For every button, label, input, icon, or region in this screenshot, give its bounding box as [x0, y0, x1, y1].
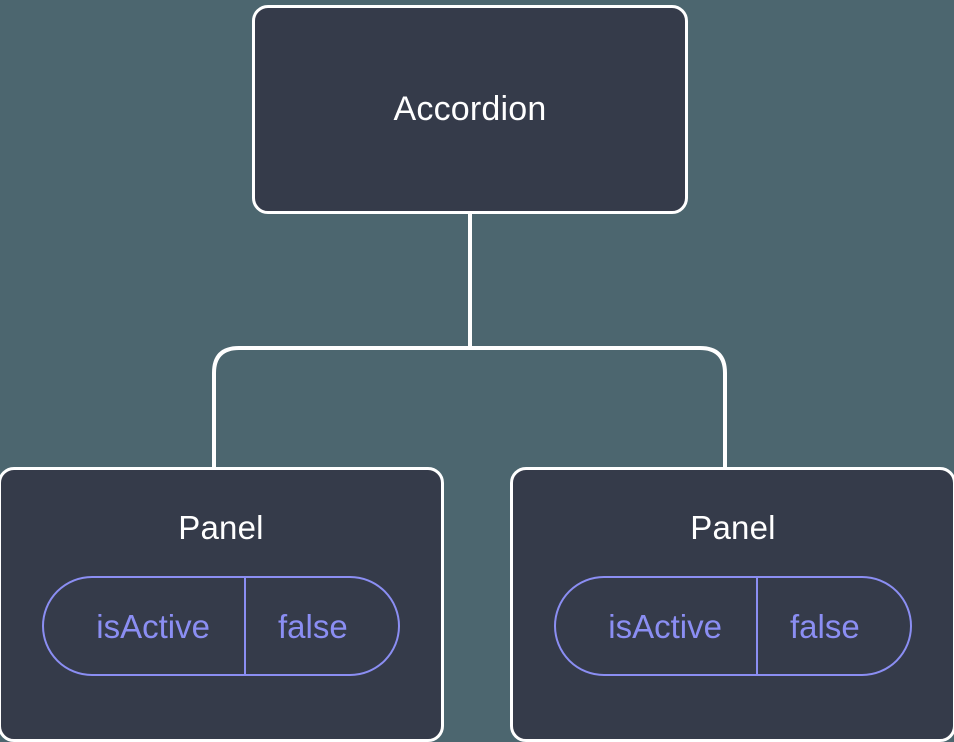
- node-panel-2[interactable]: Panel isActive false: [510, 467, 954, 742]
- prop-key-label: isActive: [96, 607, 210, 645]
- edge-branch-right: [470, 346, 727, 470]
- node-accordion-label: Accordion: [393, 89, 547, 128]
- prop-value-label: false: [755, 578, 910, 675]
- node-panel-1-label: Panel: [178, 509, 264, 546]
- prop-badge-isactive-1[interactable]: isActive false: [42, 576, 400, 677]
- node-panel-1[interactable]: Panel isActive false: [0, 467, 444, 742]
- prop-value-label: false: [243, 578, 398, 675]
- node-accordion[interactable]: Accordion: [252, 5, 688, 214]
- edge-branch-left: [212, 346, 470, 470]
- node-panel-2-label: Panel: [690, 509, 776, 546]
- prop-key-label: isActive: [608, 607, 722, 645]
- prop-badge-isactive-2[interactable]: isActive false: [554, 576, 912, 677]
